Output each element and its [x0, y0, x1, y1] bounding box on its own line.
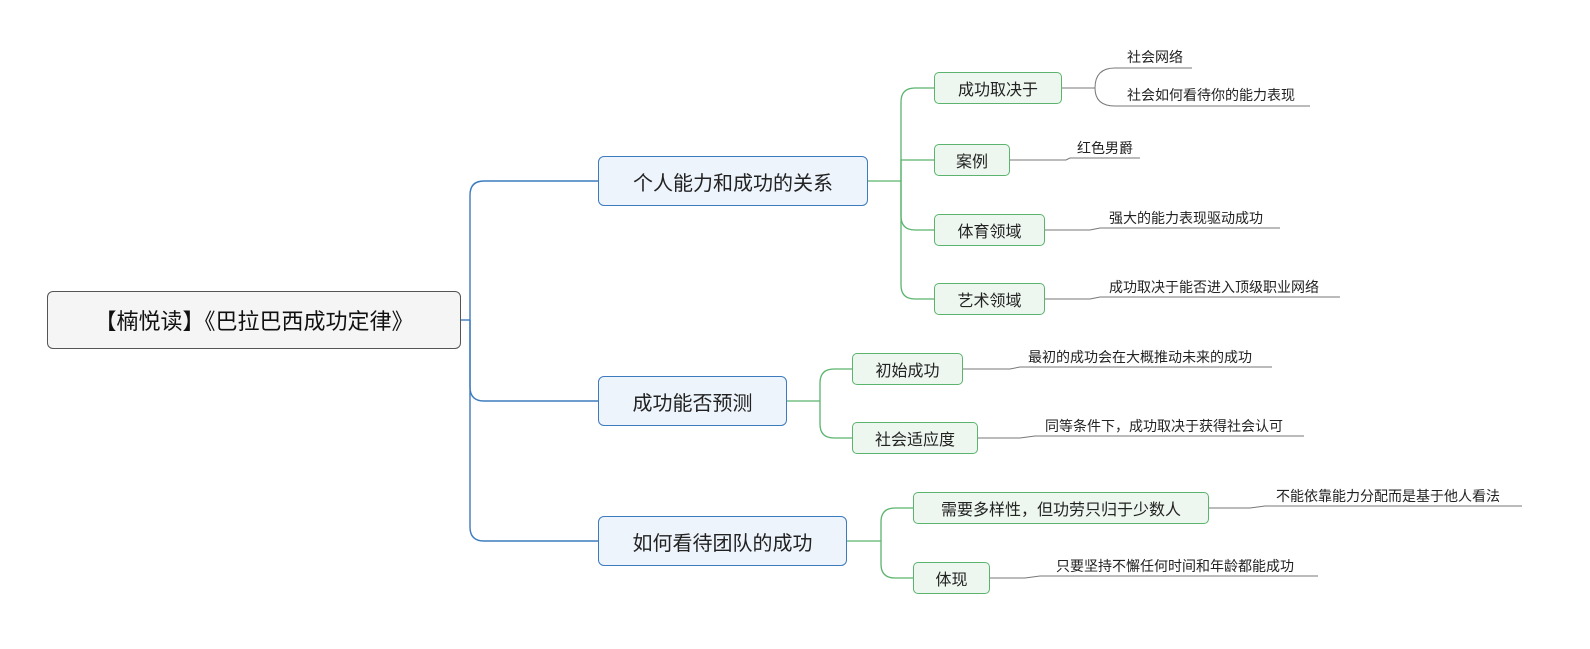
root-topic-label: 【楠悦读】《巴拉巴西成功定律》 [94, 310, 414, 335]
subtopic-arts[interactable]: 艺术领域 [934, 283, 1045, 315]
subtopic-diversity[interactable]: 需要多样性，但功劳只归于少数人 [913, 492, 1209, 524]
subtopic-label: 需要多样性，但功劳只归于少数人 [940, 500, 1181, 519]
branch-label: 成功能否预测 [632, 390, 753, 415]
leaf-topic[interactable]: 不能依靠能力分配而是基于他人看法 [1276, 489, 1500, 505]
subtopic-case[interactable]: 案例 [934, 144, 1010, 176]
leaf-topic[interactable]: 社会网络 [1127, 50, 1183, 66]
subtopic-label: 社会适应度 [874, 430, 955, 449]
subtopic-label: 案例 [955, 152, 988, 171]
branch-label: 如何看待团队的成功 [632, 530, 813, 555]
subtopic-initial-success[interactable]: 初始成功 [852, 353, 963, 385]
leaf-topic[interactable]: 成功取决于能否进入顶级职业网络 [1109, 280, 1319, 296]
subtopic-label: 初始成功 [875, 361, 940, 380]
subtopic-manifestation[interactable]: 体现 [913, 562, 990, 594]
subtopic-sports[interactable]: 体育领域 [934, 214, 1045, 246]
leaf-topic[interactable]: 强大的能力表现驱动成功 [1109, 211, 1263, 227]
subtopic-label: 成功取决于 [957, 80, 1038, 99]
branch-personal-ability[interactable]: 个人能力和成功的关系 [598, 156, 868, 206]
subtopic-success-depends[interactable]: 成功取决于 [934, 72, 1062, 104]
leaf-topic[interactable]: 社会如何看待你的能力表现 [1127, 88, 1295, 104]
subtopic-social-fitness[interactable]: 社会适应度 [852, 422, 978, 454]
leaf-topic[interactable]: 红色男爵 [1077, 141, 1133, 157]
leaf-topic[interactable]: 只要坚持不懈任何时间和年龄都能成功 [1056, 559, 1294, 575]
subtopic-label: 体现 [935, 570, 968, 589]
leaf-connectors [963, 67, 1522, 579]
branch-predict-success[interactable]: 成功能否预测 [598, 376, 787, 426]
leaf-topic[interactable]: 同等条件下，成功取决于获得社会认可 [1045, 419, 1283, 435]
branch-team-success[interactable]: 如何看待团队的成功 [598, 516, 847, 566]
root-topic[interactable]: 【楠悦读】《巴拉巴西成功定律》 [47, 291, 461, 349]
branch-label: 个人能力和成功的关系 [633, 170, 833, 195]
subtopic-label: 体育领域 [957, 222, 1022, 241]
subtopic-label: 艺术领域 [957, 291, 1022, 310]
sub-connectors [787, 87, 934, 579]
leaf-topic[interactable]: 最初的成功会在大概推动未来的成功 [1028, 350, 1252, 366]
main-connectors [461, 180, 598, 542]
